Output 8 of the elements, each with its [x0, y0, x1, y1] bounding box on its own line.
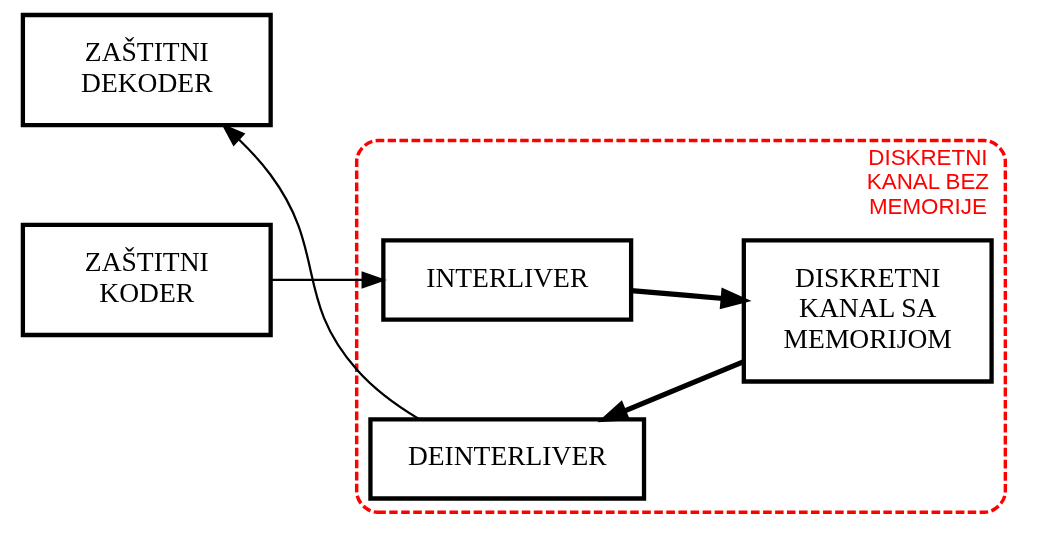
- node-box: DEINTERLIVER: [368, 417, 647, 501]
- arrow: [631, 287, 752, 310]
- arrow: [270, 271, 387, 289]
- node-box: ZAŠTITNI KODER: [20, 222, 273, 338]
- node-box: DISKRETNI KANAL SA MEMORIJOM: [741, 238, 994, 384]
- arrow: [597, 359, 745, 423]
- node-box: ZAŠTITNI DEKODER: [20, 12, 273, 128]
- node-box: INTERLIVER: [381, 238, 634, 322]
